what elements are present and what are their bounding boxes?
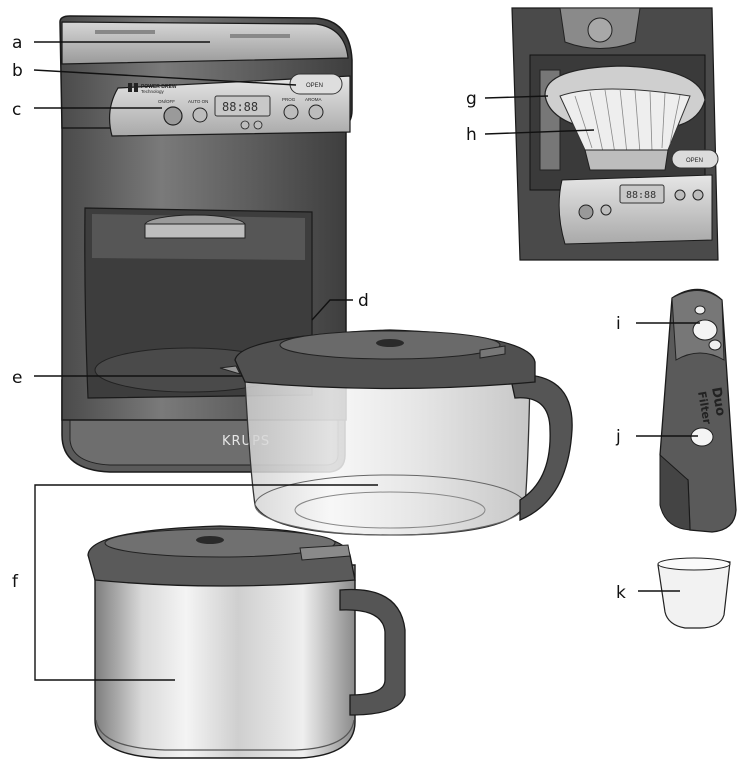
label-f: f	[12, 572, 19, 592]
callout-b: b	[12, 61, 297, 86]
measuring-scoop	[657, 557, 731, 629]
aroma-label: AROMA	[305, 97, 322, 102]
inset-open-top: OPEN 88:88	[511, 7, 719, 261]
filter-brand-line2: Filter	[695, 390, 714, 426]
label-e: e	[12, 368, 22, 388]
label-j: j	[615, 427, 621, 447]
callout-a: a	[12, 33, 210, 53]
callout-k: k	[616, 583, 680, 603]
filter-brand-line1: Duo	[708, 386, 728, 417]
label-c: c	[12, 100, 21, 120]
brand-line1: POWER BREW	[141, 84, 177, 90]
inset-open-label: OPEN	[686, 158, 703, 164]
label-a: a	[12, 33, 22, 53]
label-b: b	[12, 61, 23, 81]
callout-e: e	[12, 368, 242, 388]
label-d: d	[358, 291, 369, 311]
onoff-label: ON/OFF	[158, 99, 175, 104]
label-k: k	[616, 583, 626, 603]
auto-on-button[interactable]	[192, 107, 208, 123]
inset-display-text: 88:88	[626, 190, 656, 201]
duo-filter-cartridge: Duo Filter	[659, 288, 737, 533]
lcd-display	[214, 95, 271, 117]
callout-i: i	[616, 314, 700, 334]
label-g: g	[466, 89, 477, 109]
inset-open-button	[671, 149, 719, 169]
callout-c: c	[12, 100, 162, 120]
callout-j: j	[615, 427, 698, 447]
brand-line2: Technology	[141, 89, 165, 94]
callout-h: h	[466, 125, 595, 145]
glass-carafe	[219, 329, 573, 536]
prog-button[interactable]	[283, 104, 299, 120]
prog-label: PROG	[282, 97, 296, 102]
aroma-button[interactable]	[308, 104, 324, 120]
callout-g: g	[466, 89, 549, 109]
autoon-label: AUTO ON	[188, 99, 208, 104]
display-text: 88:88	[222, 100, 258, 114]
open-label: OPEN	[306, 83, 323, 89]
label-h: h	[466, 125, 477, 145]
label-i: i	[616, 314, 621, 334]
callout-f: f	[12, 484, 378, 681]
thermal-carafe	[87, 525, 406, 759]
callout-d: d	[311, 291, 369, 321]
on-off-button[interactable]	[163, 106, 183, 126]
